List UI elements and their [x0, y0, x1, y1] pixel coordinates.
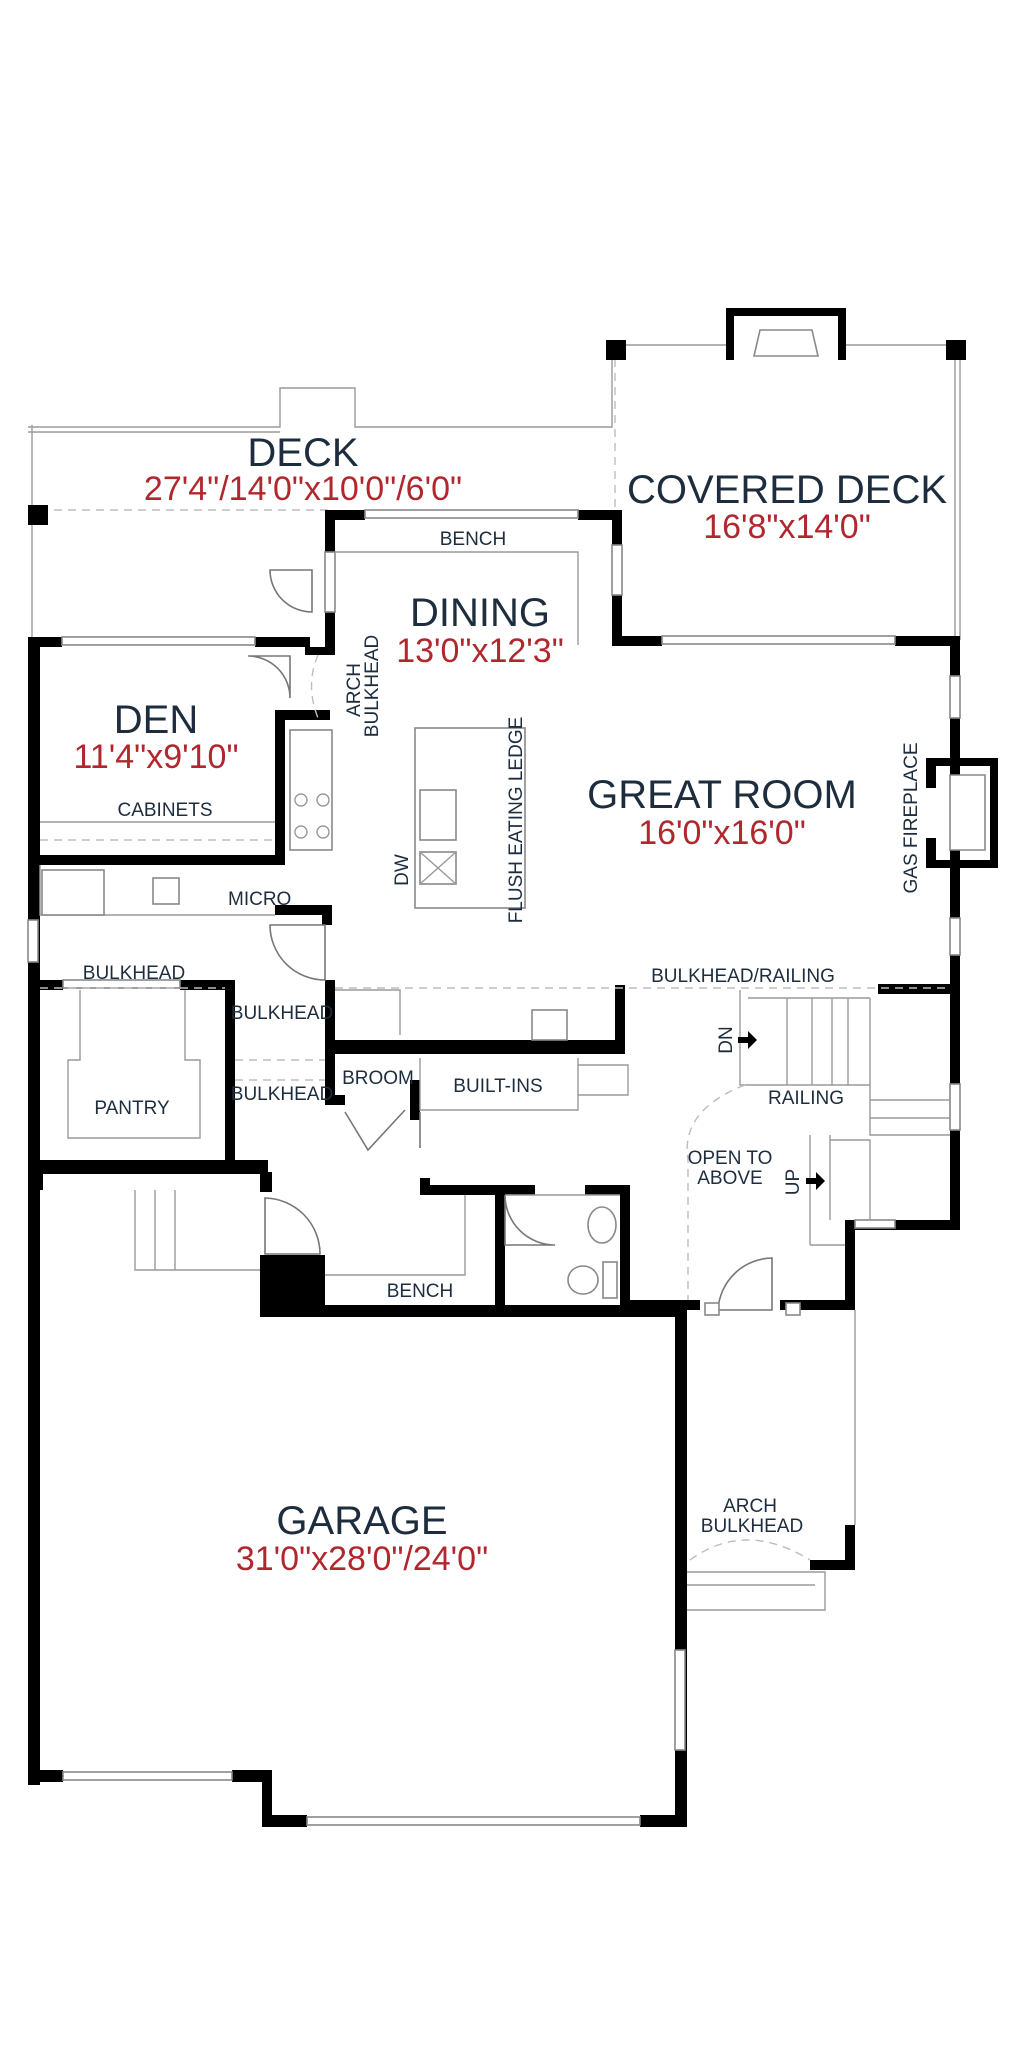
flush-eating-ledge-label: FLUSH EATING LEDGE	[506, 717, 527, 924]
deck-size: 27'4"/14'0"x10'0"/6'0"	[144, 470, 462, 508]
room-labels: DECK 27'4"/14'0"x10'0"/6'0" COVERED DECK…	[73, 431, 947, 1578]
open-to-above-label-2: ABOVE	[697, 1168, 762, 1189]
micro-label: MICRO	[228, 889, 291, 910]
arch-bulkhead-entry-label-2: BULKHEAD	[701, 1516, 803, 1537]
up-label: UP	[783, 1169, 804, 1195]
dw-label: DW	[392, 854, 413, 886]
arch-bulkhead-entry-label-1: ARCH	[723, 1496, 777, 1517]
great-room-size: 16'0"x16'0"	[638, 814, 806, 852]
gas-fireplace-label: GAS FIREPLACE	[901, 743, 922, 894]
railing-label: RAILING	[768, 1088, 844, 1109]
arch-bulkhead-dining-label-1: ARCH	[344, 663, 365, 717]
bulkhead-pantry-label: BULKHEAD	[83, 963, 185, 984]
pantry-label: PANTRY	[94, 1098, 170, 1119]
bench-mudroom-label: BENCH	[387, 1281, 454, 1302]
deck-name: DECK	[247, 431, 358, 475]
annotations: BENCH ARCH BULKHEAD CABINETS MICRO DW FL…	[83, 529, 922, 1537]
covered-deck-size: 16'8"x14'0"	[703, 508, 871, 546]
bulkhead-hall-label-1: BULKHEAD	[231, 1003, 333, 1024]
den-size: 11'4"x9'10"	[73, 738, 238, 776]
garage-name: GARAGE	[276, 1499, 447, 1543]
garage-size: 31'0"x28'0"/24'0"	[236, 1540, 488, 1578]
bench-dining-label: BENCH	[440, 529, 507, 550]
cabinets-label: CABINETS	[117, 800, 212, 821]
dining-name: DINING	[410, 591, 550, 635]
covered-deck-structure	[28, 308, 966, 525]
dn-label: DN	[716, 1026, 737, 1053]
windows-and-fixtures	[27, 509, 961, 1826]
great-room-name: GREAT ROOM	[587, 773, 857, 817]
den-name: DEN	[114, 698, 198, 742]
dining-size: 13'0"x12'3"	[396, 632, 564, 670]
built-ins-label: BUILT-INS	[453, 1076, 542, 1097]
open-to-above-label-1: OPEN TO	[688, 1148, 773, 1169]
covered-deck-name: COVERED DECK	[627, 468, 947, 512]
broom-label: BROOM	[342, 1068, 414, 1089]
arch-bulkhead-dining-label-2: BULKHEAD	[362, 635, 383, 737]
bulkhead-hall-label-2: BULKHEAD	[231, 1084, 333, 1105]
bulkhead-railing-label: BULKHEAD/RAILING	[651, 966, 835, 987]
